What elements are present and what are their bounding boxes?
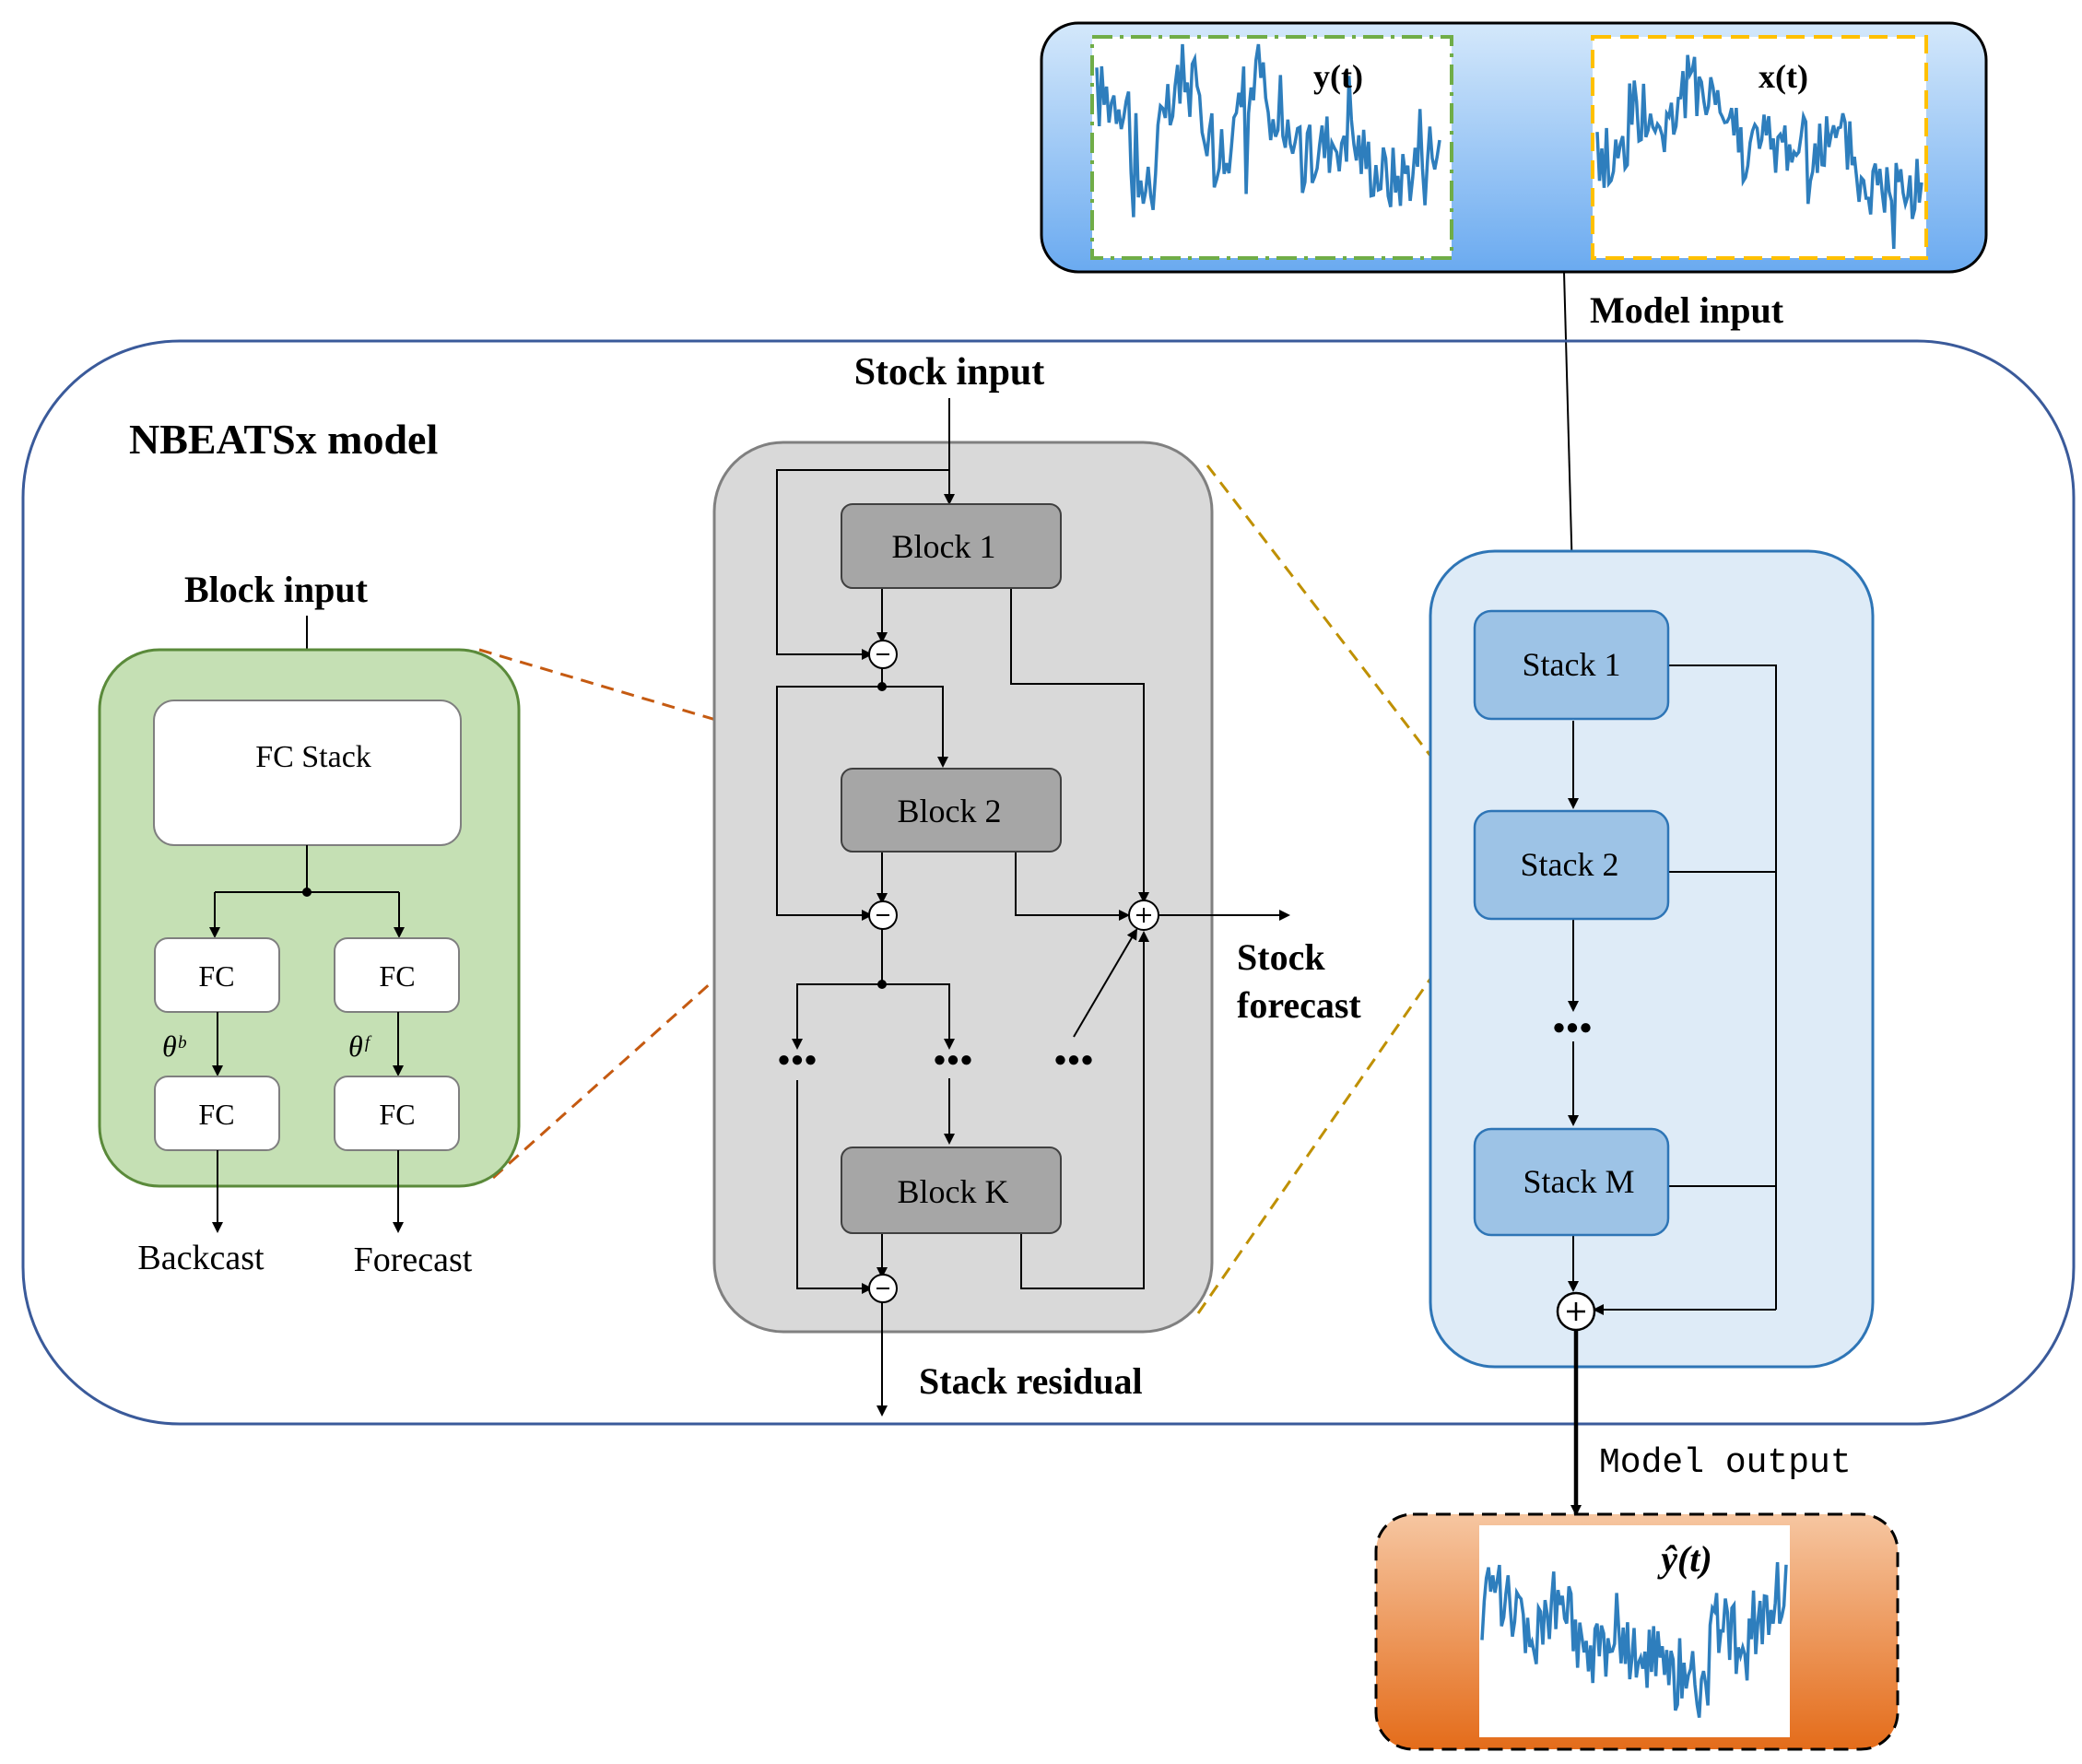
stack-1-label: Stack 1: [1523, 646, 1621, 683]
stock-forecast-label-1: Stock: [1237, 936, 1325, 978]
model-output-panel: ŷ(t): [1374, 1512, 1900, 1751]
stock-input-label: Stock input: [854, 351, 1045, 394]
block-input-label: Block input: [184, 569, 369, 610]
stack-2: [1473, 809, 1670, 921]
fc-backcast-1-label: FC: [198, 959, 234, 993]
fc-forecast-1: [334, 937, 460, 1013]
model-input-label: Model input: [1590, 289, 1784, 331]
theta-b-label: θᵇ: [162, 1029, 187, 1063]
plus-node-model: [1556, 1291, 1596, 1332]
backcast-label: Backcast: [137, 1239, 265, 1277]
y-series-frame: [1090, 35, 1453, 260]
stack-2-label: Stack 2: [1521, 846, 1619, 883]
block-detail-panel: Block input FC Stack FC FC θᵇ θᶠ FC FC B…: [98, 569, 521, 1279]
fc-forecast-2-label: FC: [379, 1098, 415, 1131]
forecast-label: Forecast: [354, 1241, 473, 1279]
block-1-label: Block 1: [892, 528, 996, 565]
stack-1: [1473, 609, 1670, 721]
stock-forecast-label-2: forecast: [1237, 984, 1361, 1026]
model-title: NBEATSx model: [129, 416, 438, 463]
model-stacks-panel: Stack 1 Stack 2 Stack M ●●●: [1429, 549, 1875, 1516]
model-output-label: Model output: [1599, 1443, 1852, 1483]
yhat-label: ŷ(t): [1657, 1538, 1712, 1580]
x-series-line: [1595, 54, 1923, 250]
block-k: [841, 1147, 1062, 1234]
stacks-ellipsis: ●●●: [1552, 1016, 1593, 1040]
ellipsis-left: ●●●: [777, 1048, 818, 1072]
ellipsis-right: ●●●: [1053, 1048, 1094, 1072]
stack-detail-panel: Stock input Block 1 Block 2: [712, 351, 1361, 1417]
fc-forecast-1-label: FC: [379, 959, 415, 993]
minus-node-1: [868, 640, 898, 669]
model-input-panel: y(t) x(t): [1040, 21, 1988, 274]
fc-forecast-2: [334, 1076, 460, 1151]
block-1: [841, 503, 1062, 589]
block-2-label: Block 2: [898, 793, 1002, 829]
minus-node-2: [868, 900, 898, 930]
block-k-label: Block K: [898, 1173, 1009, 1210]
ellipsis-middle: ●●●: [933, 1048, 973, 1072]
fc-backcast-2-label: FC: [198, 1098, 234, 1131]
stack-m: [1473, 1127, 1670, 1237]
minus-node-3: [868, 1274, 898, 1303]
plus-node-forecast: [1128, 900, 1159, 931]
nbeatsx-container: [21, 339, 2076, 1426]
y-series-label: y(t): [1313, 58, 1363, 95]
block-2: [841, 768, 1062, 853]
stack-residual-label: Stack residual: [919, 1360, 1143, 1402]
yhat-series-line: [1480, 1562, 1788, 1718]
x-series-label: x(t): [1759, 58, 1808, 95]
stack-m-label: Stack M: [1523, 1163, 1635, 1200]
y-series-line: [1095, 43, 1441, 218]
fc-stack-label: FC Stack: [255, 740, 371, 774]
